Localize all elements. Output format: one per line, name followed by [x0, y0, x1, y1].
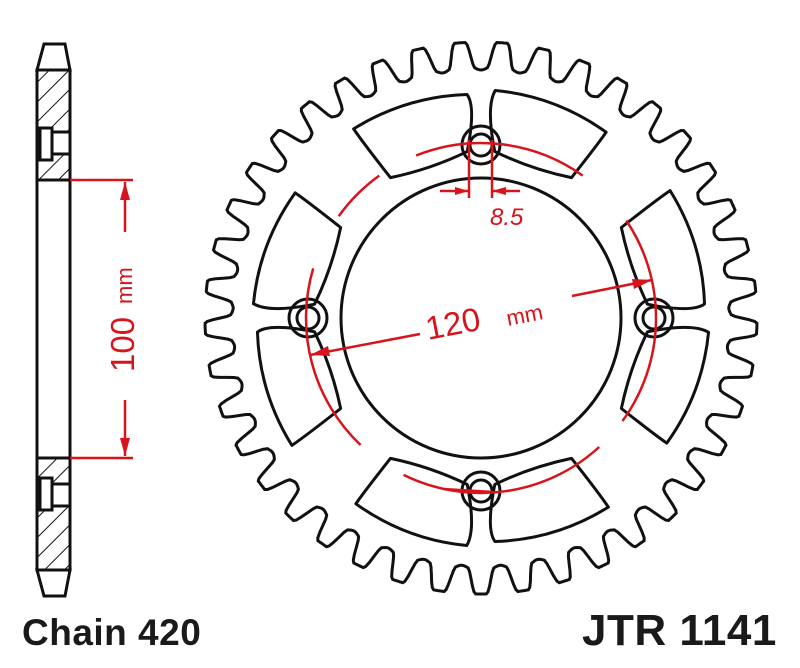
side-profile-bottom-tip [35, 568, 72, 598]
chain-size-label: Chain 420 [22, 612, 202, 653]
bolt-hole-inner [295, 305, 321, 331]
pcd-arc [337, 174, 381, 217]
bolt-hole-inner [641, 305, 667, 331]
pcd-arc [442, 487, 494, 494]
pcd-arc [621, 219, 658, 422]
lightening-hole [354, 456, 474, 548]
lightening-hole [352, 92, 474, 180]
pcd-value: 120 [422, 300, 483, 347]
side-profile-bottom-hub [35, 456, 72, 572]
lightening-hole [255, 325, 343, 447]
bolt-hole-value: 8.5 [490, 204, 524, 231]
pcd-circle [304, 141, 658, 495]
sprocket-face [203, 40, 759, 596]
pcd-dimension [309, 278, 653, 357]
part-number-label: JTR 1141 [582, 606, 777, 655]
bolt-holes [287, 124, 675, 512]
lightening-hole [619, 189, 707, 311]
lightening-holes [251, 88, 711, 548]
bolt-hole-inner [468, 132, 494, 158]
center-bore-circle [339, 176, 623, 460]
lightening-hole [488, 456, 610, 544]
lightening-hole [488, 88, 608, 180]
center-bore-dimension [70, 178, 133, 460]
side-profile-web [35, 178, 72, 460]
center-bore-unit: mm [112, 267, 137, 304]
side-profile-top-hub [35, 68, 72, 182]
lightening-hole [619, 325, 711, 445]
sprocket-teeth-outline [203, 40, 759, 596]
pcd-unit: mm [504, 299, 545, 331]
side-profile-view [35, 42, 72, 598]
center-bore-value: 100 [104, 317, 141, 372]
pcd-arc [415, 141, 584, 177]
side-profile-top-tip [35, 42, 72, 72]
bolt-hole-dimension [440, 140, 520, 198]
pcd-arc [403, 446, 601, 495]
pcd-arc [304, 268, 362, 446]
lightening-hole [251, 191, 343, 311]
